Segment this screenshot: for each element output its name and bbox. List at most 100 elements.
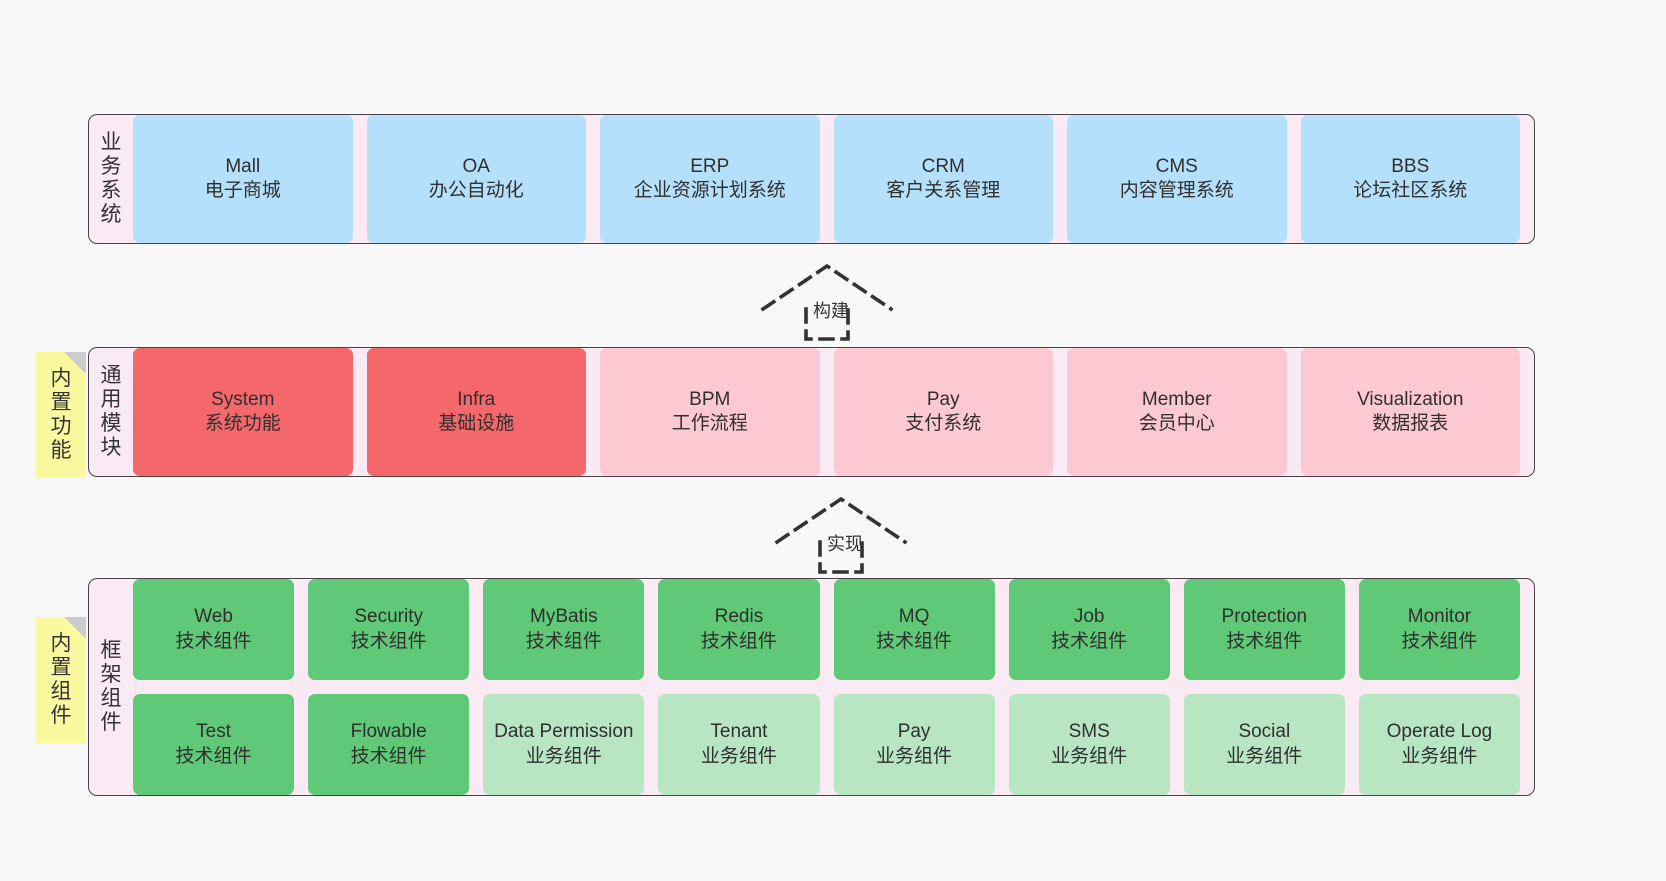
- card-protection[interactable]: Protection 技术组件: [1183, 579, 1345, 680]
- card-monitor[interactable]: Monitor 技术组件: [1358, 579, 1520, 680]
- card-flowable[interactable]: Flowable 技术组件: [308, 694, 470, 795]
- card-row: Mall 电子商城 OA 办公自动化 ERP 企业资源计划系统 CRM 客户关系…: [133, 115, 1520, 243]
- connector-implement: 实现: [772, 492, 912, 574]
- card-title: Job: [1073, 606, 1105, 628]
- card-subtitle: 技术组件: [175, 745, 252, 767]
- card-test[interactable]: Test 技术组件: [133, 694, 295, 795]
- note-fold-corner: [64, 352, 86, 374]
- card-cms[interactable]: CMS 内容管理系统: [1067, 115, 1287, 243]
- card-title: Web: [194, 606, 233, 628]
- card-subtitle: 内容管理系统: [1119, 180, 1234, 201]
- note-char: 件: [50, 703, 72, 727]
- card-visualization[interactable]: Visualization 数据报表: [1300, 348, 1520, 476]
- card-bpm[interactable]: BPM 工作流程: [600, 348, 820, 476]
- card-crm[interactable]: CRM 客户关系管理: [833, 115, 1053, 243]
- card-infra[interactable]: Infra 基础设施: [366, 348, 586, 476]
- connector-implement-label: 实现: [827, 534, 863, 554]
- layer-title-char: 模: [100, 412, 122, 435]
- card-job[interactable]: Job 技术组件: [1008, 579, 1170, 680]
- card-subtitle: 业务组件: [700, 745, 777, 767]
- card-redis[interactable]: Redis 技术组件: [658, 579, 820, 680]
- layer-framework-component: 框 架 组 件 Web 技术组件 Security 技术组件 MyBatis 技…: [88, 578, 1535, 796]
- card-subtitle: 企业资源计划系统: [633, 180, 786, 201]
- card-title: CMS: [1155, 155, 1198, 177]
- card-pay-component[interactable]: Pay 业务组件: [833, 694, 995, 795]
- card-subtitle: 技术组件: [525, 630, 602, 652]
- card-title: Pay: [926, 388, 960, 410]
- card-title: MQ: [898, 606, 930, 628]
- card-title: System: [211, 388, 275, 410]
- card-title: Security: [354, 606, 423, 628]
- card-title: Member: [1141, 388, 1212, 410]
- card-bbs[interactable]: BBS 论坛社区系统: [1300, 115, 1520, 243]
- connector-build-label: 构建: [813, 301, 849, 321]
- card-title: Test: [196, 721, 231, 743]
- card-title: OA: [462, 155, 490, 177]
- card-sms[interactable]: SMS 业务组件: [1008, 694, 1170, 795]
- card-subtitle: 业务组件: [1226, 745, 1303, 767]
- card-mq[interactable]: MQ 技术组件: [833, 579, 995, 680]
- connector-implement-shape: [774, 496, 908, 574]
- card-social[interactable]: Social 业务组件: [1183, 694, 1345, 795]
- card-grid-framework-component: Web 技术组件 Security 技术组件 MyBatis 技术组件 Redi…: [133, 579, 1534, 795]
- layer-title-char: 架: [100, 663, 122, 687]
- card-title: Social: [1238, 721, 1291, 743]
- card-title: Redis: [714, 606, 764, 628]
- connector-build: 构建: [758, 259, 898, 341]
- card-subtitle: 技术组件: [175, 630, 252, 652]
- card-title: Data Permission: [494, 721, 634, 743]
- card-subtitle: 工作流程: [671, 413, 748, 434]
- layer-title-char: 块: [100, 435, 122, 459]
- card-row: System 系统功能 Infra 基础设施 BPM 工作流程 Pay 支付系统…: [133, 348, 1520, 476]
- card-title: Monitor: [1407, 606, 1472, 628]
- card-subtitle: 系统功能: [204, 413, 281, 434]
- card-title: Visualization: [1357, 388, 1464, 410]
- note-char: 能: [50, 438, 72, 462]
- card-system[interactable]: System 系统功能: [133, 348, 353, 476]
- card-subtitle: 论坛社区系统: [1353, 180, 1468, 201]
- connector-build-shape: [760, 263, 894, 341]
- card-subtitle: 基础设施: [438, 413, 515, 434]
- card-operate-log[interactable]: Operate Log 业务组件: [1358, 694, 1520, 795]
- card-subtitle: 业务组件: [876, 745, 953, 767]
- card-subtitle: 数据报表: [1372, 413, 1449, 434]
- card-subtitle: 办公自动化: [428, 180, 524, 201]
- card-data-permission[interactable]: Data Permission 业务组件: [483, 694, 645, 795]
- card-title: Infra: [457, 388, 496, 410]
- card-row: Test 技术组件 Flowable 技术组件 Data Permission …: [133, 694, 1520, 795]
- card-oa[interactable]: OA 办公自动化: [366, 115, 586, 243]
- card-title: Tenant: [710, 721, 768, 743]
- card-security[interactable]: Security 技术组件: [308, 579, 470, 680]
- card-pay-module[interactable]: Pay 支付系统: [833, 348, 1053, 476]
- layer-title-char: 框: [100, 639, 122, 663]
- note-builtin-function: 内 置 功 能: [36, 352, 86, 478]
- layer-title-char: 件: [100, 710, 122, 734]
- card-title: BBS: [1391, 155, 1430, 177]
- layer-title-char: 系: [100, 179, 122, 202]
- card-tenant[interactable]: Tenant 业务组件: [658, 694, 820, 795]
- layer-business-system: 业 务 系 统 Mall 电子商城 OA 办公自动化 ERP 企业资源计划系统: [88, 114, 1535, 244]
- card-title: ERP: [690, 155, 730, 177]
- card-title: Pay: [897, 721, 931, 743]
- card-title: CRM: [921, 155, 965, 177]
- note-char: 功: [50, 415, 72, 438]
- card-subtitle: 支付系统: [905, 413, 982, 434]
- card-mybatis[interactable]: MyBatis 技术组件: [483, 579, 645, 680]
- card-mall[interactable]: Mall 电子商城: [133, 115, 353, 243]
- layer-title-business-system: 业 务 系 统: [89, 115, 133, 243]
- layer-title-char: 务: [100, 155, 122, 179]
- layer-title-framework-component: 框 架 组 件: [89, 579, 133, 795]
- card-grid-common-module: System 系统功能 Infra 基础设施 BPM 工作流程 Pay 支付系统…: [133, 348, 1534, 476]
- card-subtitle: 技术组件: [1051, 630, 1128, 652]
- note-fold-corner: [64, 617, 86, 639]
- card-subtitle: 会员中心: [1138, 413, 1215, 434]
- layer-title-char: 业: [100, 131, 122, 155]
- card-title: Protection: [1221, 606, 1308, 628]
- card-erp[interactable]: ERP 企业资源计划系统: [600, 115, 820, 243]
- card-title: Flowable: [350, 721, 427, 743]
- card-member[interactable]: Member 会员中心: [1067, 348, 1287, 476]
- card-web[interactable]: Web 技术组件: [133, 579, 295, 680]
- card-subtitle: 业务组件: [525, 745, 602, 767]
- card-subtitle: 技术组件: [350, 630, 427, 652]
